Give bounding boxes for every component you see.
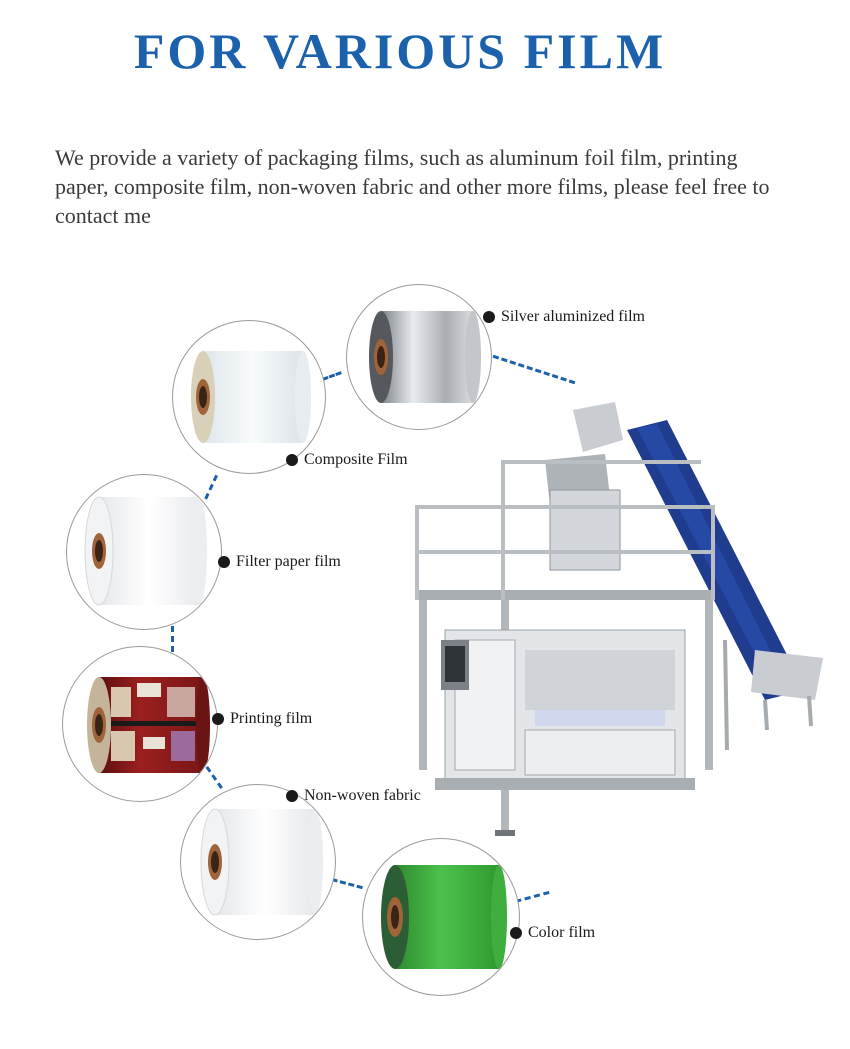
page-title: FOR VARIOUS FILM: [133, 23, 667, 79]
dot-icon: [286, 454, 298, 466]
film-label-silver: Silver aluminized film: [483, 308, 645, 326]
connector-dash: [515, 890, 550, 903]
film-label-text: Composite Film: [304, 451, 408, 468]
connector-dash: [331, 878, 363, 890]
packaging-machine-illustration: [405, 400, 825, 840]
connector-dash: [484, 352, 576, 385]
film-label-text: Printing film: [230, 710, 313, 727]
intro-text: We provide a variety of packaging films,…: [55, 145, 770, 228]
dot-icon: [483, 311, 495, 323]
film-label-nonwoven: Non-woven fabric: [286, 787, 421, 805]
filter-paper-roll-image: [66, 474, 222, 630]
dot-icon: [218, 556, 230, 568]
color-film-roll-image: [362, 838, 520, 996]
film-label-text: Filter paper film: [236, 553, 341, 570]
film-label-filter: Filter paper film: [218, 553, 341, 571]
composite-film-roll-image: [172, 320, 326, 474]
non-woven-roll-image: [180, 784, 336, 940]
film-label-text: Non-woven fabric: [304, 787, 421, 804]
film-label-text: Color film: [528, 924, 596, 941]
dot-icon: [212, 713, 224, 725]
film-label-printing: Printing film: [212, 710, 312, 728]
film-label-text: Silver aluminized film: [501, 308, 645, 325]
film-label-composite: Composite Film: [286, 451, 408, 469]
dot-icon: [286, 790, 298, 802]
printing-film-roll-image: [62, 646, 218, 802]
film-label-color: Color film: [510, 924, 595, 942]
silver-film-roll-image: [346, 284, 492, 430]
dot-icon: [510, 927, 522, 939]
